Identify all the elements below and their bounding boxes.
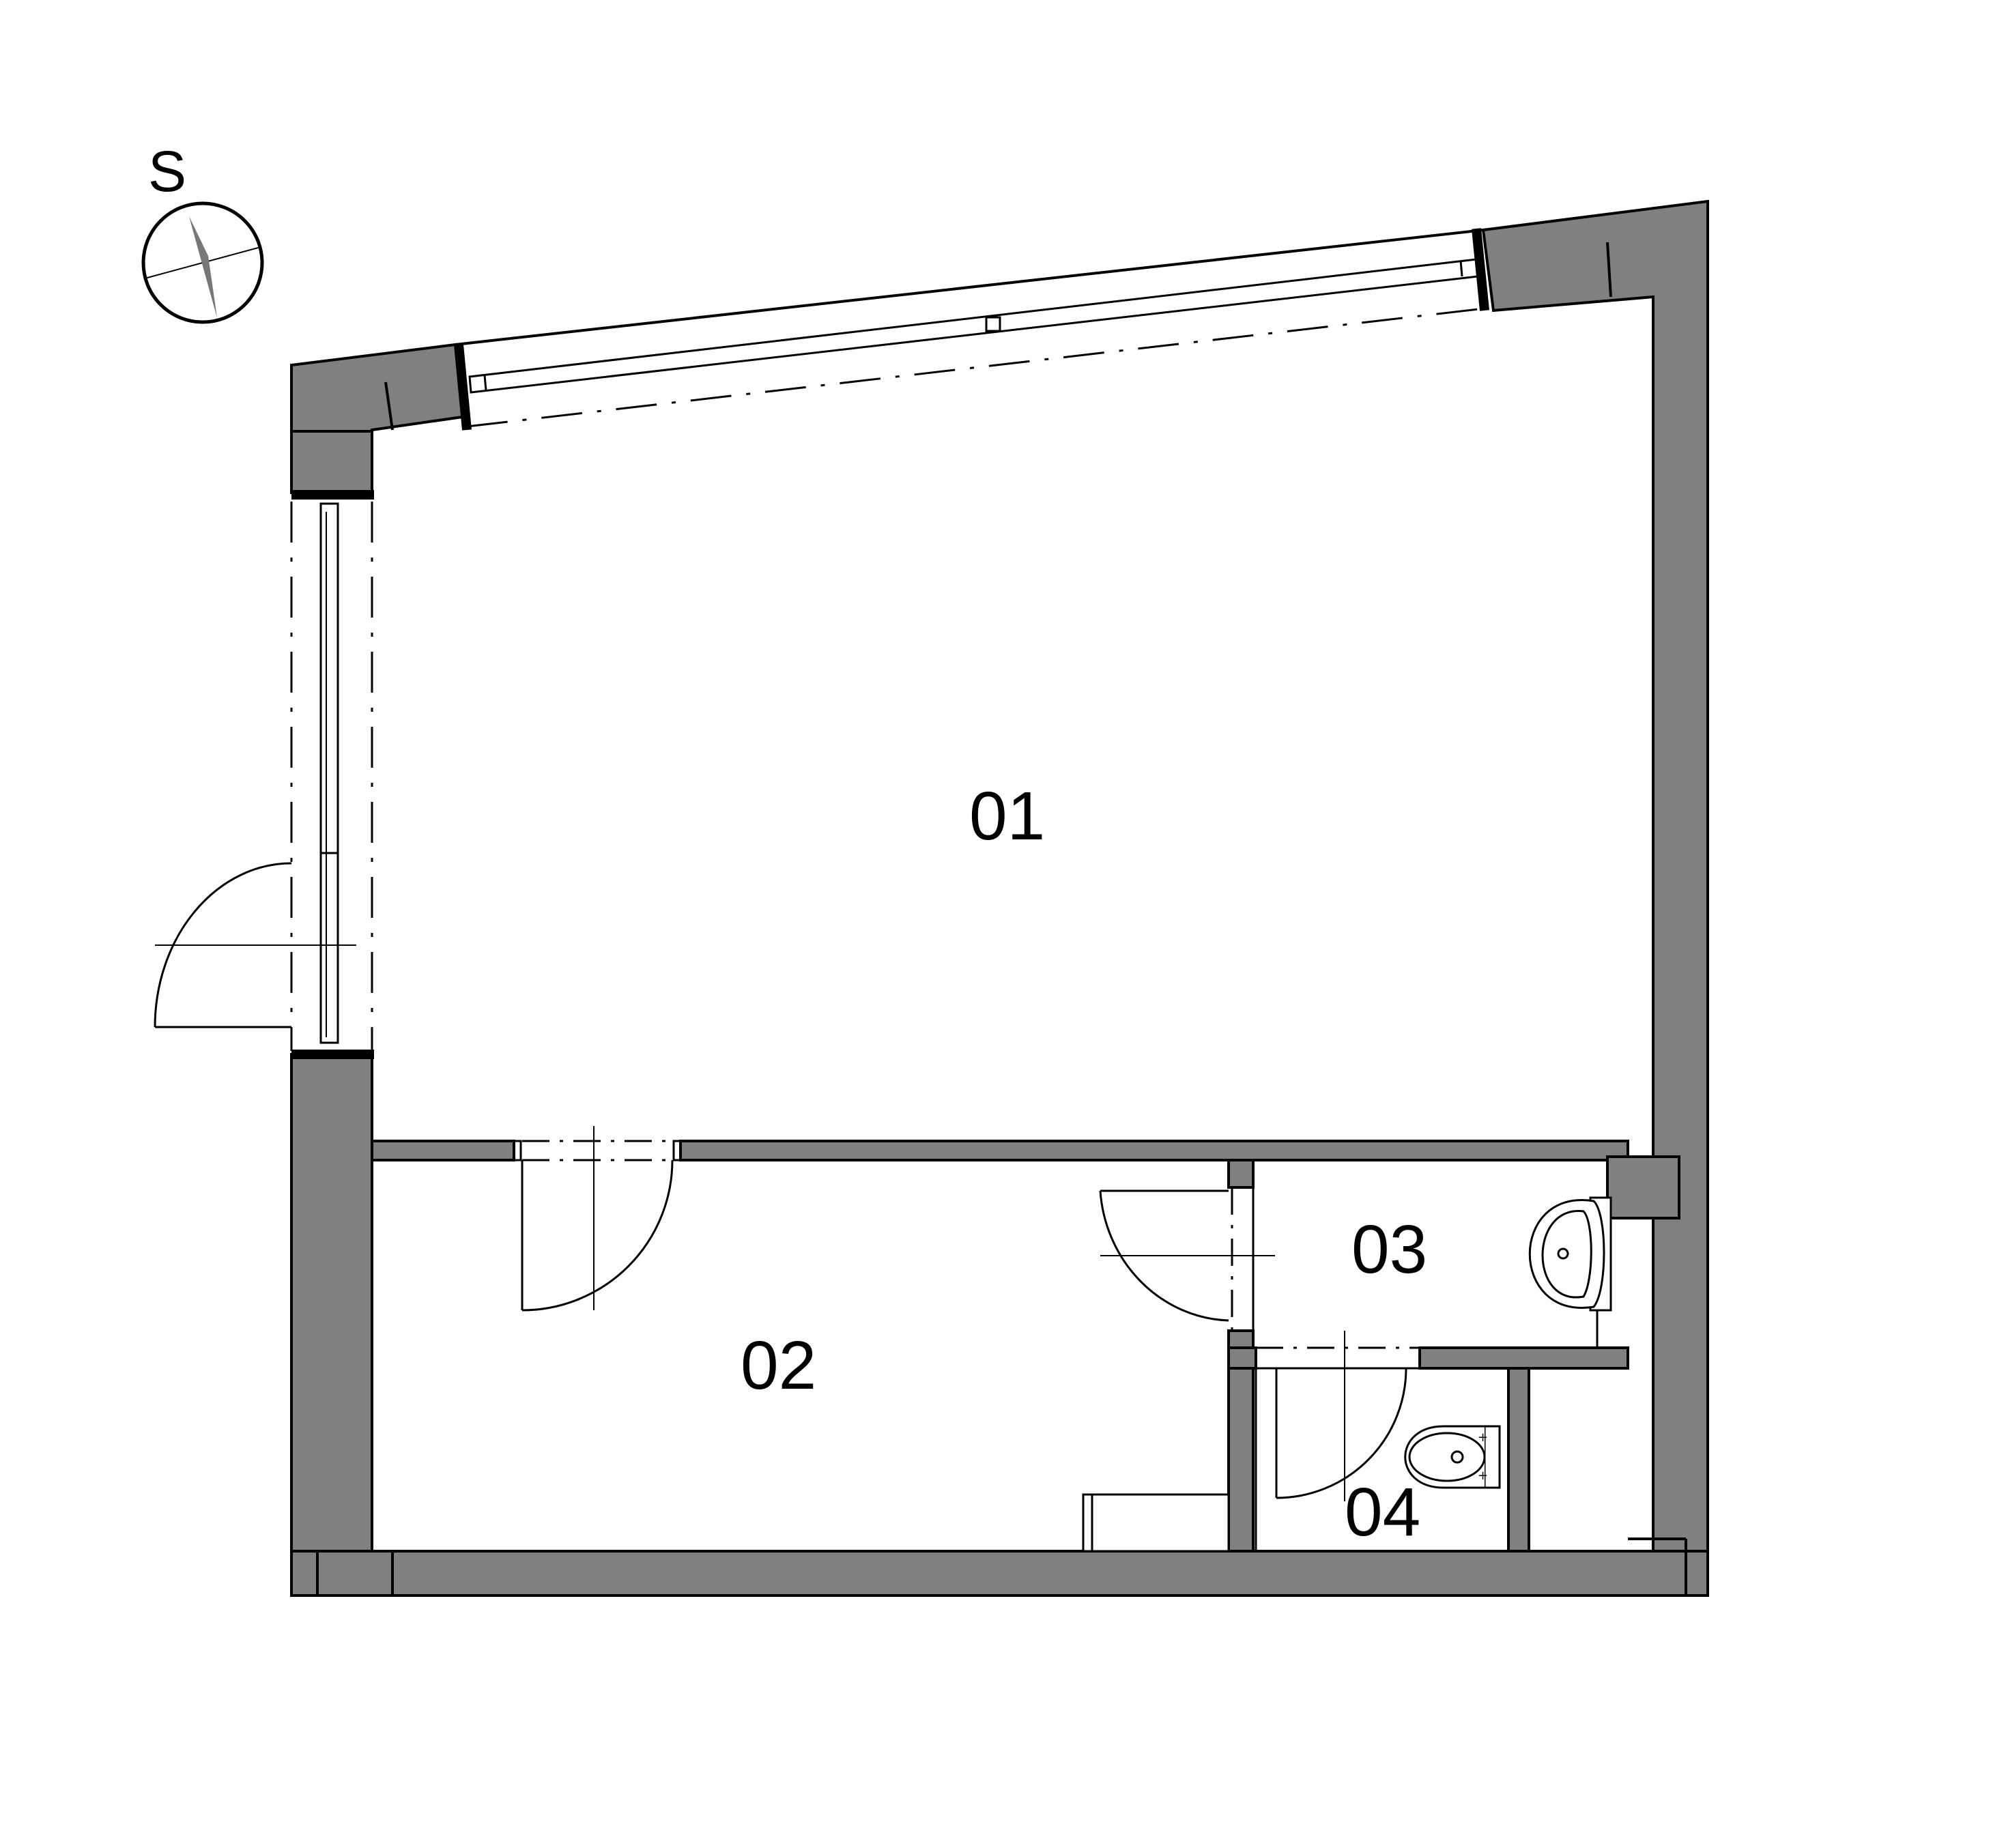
window-door-left — [154, 490, 374, 1059]
partition-03-04 — [1418, 1346, 1629, 1370]
partition-01-02-left — [371, 1140, 515, 1161]
svg-text:+: + — [1478, 1430, 1488, 1445]
room-label-04: 04 — [1345, 1474, 1420, 1550]
toilet: + + — [1404, 1425, 1501, 1489]
walls — [290, 199, 1709, 1597]
wall-bottom — [290, 1550, 1709, 1597]
compass: S — [141, 139, 264, 324]
compass-circle-icon — [141, 201, 264, 324]
washbasin — [1528, 1196, 1612, 1312]
door-03-04 — [1256, 1331, 1420, 1501]
wall-left-lower — [290, 1053, 373, 1597]
door-02-03 — [1099, 1186, 1275, 1332]
compass-letter: S — [148, 139, 186, 203]
partition-01-02-right — [679, 1140, 1629, 1161]
room-label-02: 02 — [741, 1327, 816, 1404]
room-label-01: 01 — [969, 778, 1045, 854]
cabinet — [1082, 1493, 1230, 1553]
partition-02-03-top — [1227, 1159, 1255, 1189]
window-top — [454, 228, 1489, 431]
partition-04-storage — [1507, 1367, 1530, 1553]
wall-left-upper — [290, 430, 373, 494]
wall-pier-right — [1606, 1155, 1680, 1219]
svg-text:+: + — [1478, 1469, 1488, 1483]
partition-wc-left — [1227, 1346, 1257, 1370]
room-label-03: 03 — [1351, 1211, 1427, 1288]
door-01-02 — [513, 1126, 682, 1312]
wall-seams — [316, 242, 1709, 1596]
